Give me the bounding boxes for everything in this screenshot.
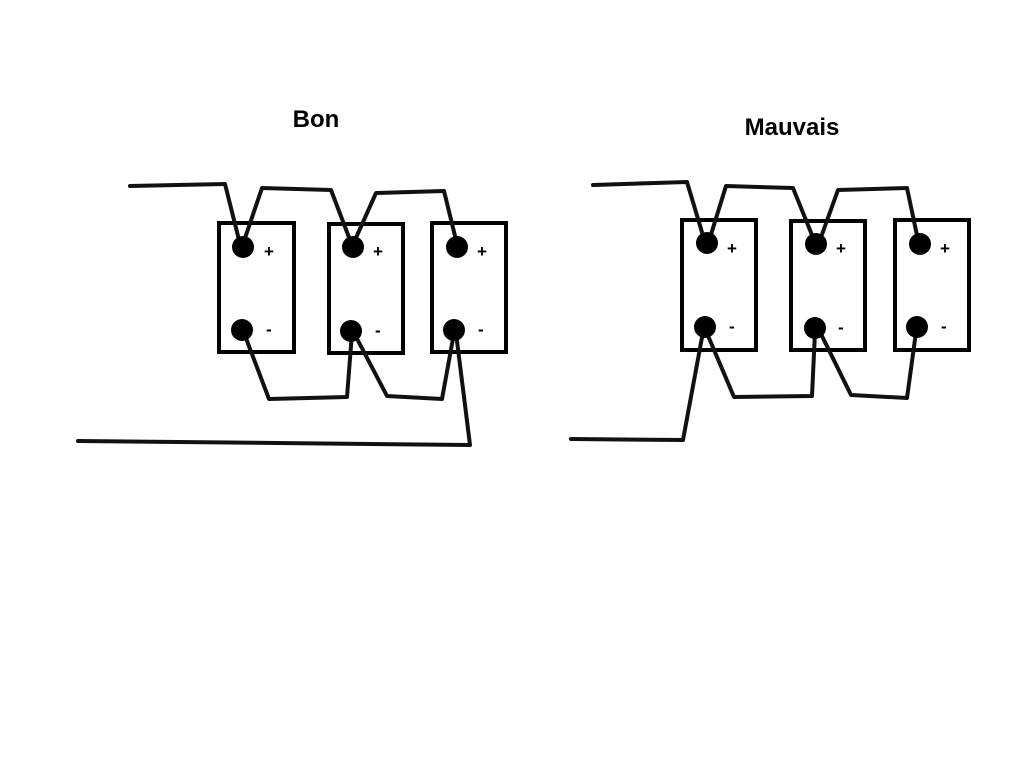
terminal-positive [696, 232, 718, 254]
plus-label: + [373, 242, 383, 261]
minus-label: - [478, 320, 484, 339]
terminal-negative [443, 319, 465, 341]
plus-label: + [477, 242, 487, 261]
wire-negative-lead [569, 330, 705, 442]
battery-2 [327, 222, 405, 355]
wire-negative-link-1-2 [242, 331, 354, 401]
wire-positive-lead [591, 180, 706, 241]
diagram-title-bon: Bon [293, 106, 340, 133]
battery-3 [893, 218, 971, 352]
battery-1 [680, 218, 758, 352]
plus-label: + [727, 239, 737, 258]
wire-positive-link-2-3 [818, 186, 920, 242]
terminal-positive [342, 236, 364, 258]
minus-label: - [941, 317, 947, 336]
terminal-positive [232, 236, 254, 258]
terminal-positive [446, 236, 468, 258]
minus-label: - [729, 317, 735, 336]
terminal-negative [906, 316, 928, 338]
battery-3 [430, 221, 508, 354]
wire-positive-link-2-3 [353, 189, 458, 242]
battery-1 [217, 221, 296, 354]
wire-negative-lead [76, 331, 472, 447]
plus-label: + [836, 239, 846, 258]
plus-label: + [264, 242, 274, 261]
terminal-negative [340, 320, 362, 342]
wire-positive-lead [128, 182, 241, 242]
wire-negative-link-2-3 [352, 331, 456, 401]
minus-label: - [266, 320, 272, 339]
wire-positive-link-1-2 [242, 186, 352, 243]
diagram-mauvais: Mauvais + - + - + - [569, 114, 971, 442]
diagram-title-mauvais: Mauvais [745, 114, 840, 141]
minus-label: - [375, 321, 381, 340]
terminal-positive [805, 233, 827, 255]
wire-negative-link-2-3 [818, 330, 918, 400]
battery-2 [789, 219, 867, 352]
plus-label: + [940, 239, 950, 258]
terminal-negative [804, 317, 826, 339]
terminal-positive [909, 233, 931, 255]
wire-negative-link-1-2 [704, 329, 817, 399]
terminal-negative [231, 319, 253, 341]
terminal-negative [694, 316, 716, 338]
minus-label: - [838, 318, 844, 337]
diagram-bon: Bon + - + - + - [76, 106, 508, 447]
wire-positive-link-1-2 [707, 184, 816, 243]
